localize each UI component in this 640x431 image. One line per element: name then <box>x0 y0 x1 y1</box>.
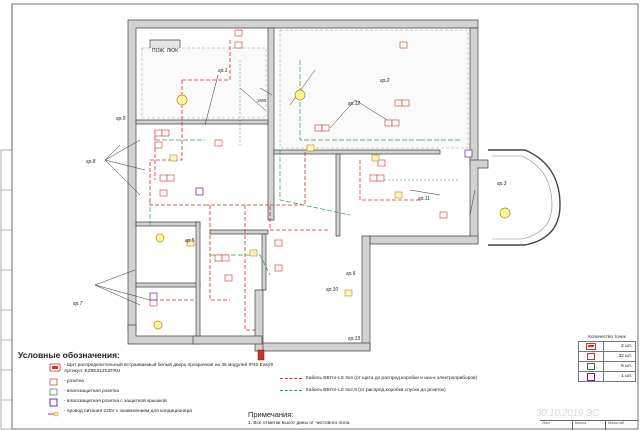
points-table-row: 5 шт. <box>578 362 636 372</box>
group-tag-5: гр.5 <box>185 238 195 244</box>
legend-socket-desc: - розетка <box>64 379 84 384</box>
left-stamp-strip <box>0 149 13 430</box>
group-tag-12: гр.2 <box>380 78 390 84</box>
legend-panel: Условные обозначения: - Щит распределите… <box>18 350 273 428</box>
socket-symbols <box>149 29 473 307</box>
group-tag-8: гр.10 <box>326 287 338 293</box>
points-row-symbol <box>579 352 604 361</box>
cable-routes-teal <box>239 60 460 181</box>
points-row-value: 1 шт. <box>621 374 632 379</box>
group-tag-1: гр.1 <box>218 68 228 74</box>
points-table-row: 1 шт. <box>578 372 636 382</box>
kitchen-zone <box>141 47 267 119</box>
points-table-title: Количество точек <box>588 334 626 339</box>
building-walls <box>127 19 489 352</box>
group-tag-9: гр.13 <box>348 336 360 342</box>
legend-symbols <box>48 363 61 417</box>
points-table-row: 2 шт. <box>578 341 636 352</box>
drawing-date: 30.10.2019 ЭС <box>536 408 600 419</box>
notes-title: Примечания: <box>248 410 294 419</box>
points-row-value: 5 шт. <box>621 364 632 369</box>
legend-socket-symbol <box>49 378 58 386</box>
living-zone <box>279 29 469 149</box>
title-block-cell-2: Масса <box>573 421 606 430</box>
ceiling-light-symbols <box>153 89 511 330</box>
cable-key: Кабель ВВГнг-LS 3х4 (от щита до распред.… <box>280 374 480 394</box>
legend-panel-article: Артикул: EZ9E312S2FRU <box>64 369 121 374</box>
points-row-symbol <box>579 372 604 381</box>
title-block-cell-1: Лист <box>540 421 573 430</box>
legend-ac-desc: - провод питания 220V с заземлением для … <box>64 409 192 414</box>
cable-green-desc: Кабель ВВГнг-LS 3х2,5 (от распред.коробк… <box>306 387 446 393</box>
legend-lidded-socket-desc: - влагозащитная розетка с защитной крышк… <box>64 399 167 404</box>
cable-red-swatch <box>280 377 302 379</box>
cable-routes-red <box>149 40 420 331</box>
room-label-stair: ПОЖ. ЛЮК <box>152 48 178 54</box>
balcony-outline <box>488 149 561 246</box>
points-row-value: 32 шт. <box>618 354 632 359</box>
group-tag-3: гр.9 <box>116 116 126 122</box>
points-row-value: 2 шт. <box>621 344 632 349</box>
points-row-symbol <box>579 342 604 351</box>
legend-title: Условные обозначения: <box>18 350 120 360</box>
points-row-symbol <box>579 362 604 371</box>
points-table-rows: 2 шт. 32 шт. 5 шт. 1 шт. <box>578 341 636 382</box>
cable-red-desc: Кабель ВВГнг-LS 3х4 (от щита до распред.… <box>306 375 478 381</box>
cable-key-red-row: Кабель ВВГнг-LS 3х4 (от щита до распред.… <box>280 374 480 382</box>
group-tag-10: гр.3 <box>497 181 507 187</box>
group-tag-11: гр.11 <box>418 196 430 202</box>
legend-ac-symbol <box>53 411 59 417</box>
title-block-cell-3: Масштаб <box>608 421 625 425</box>
notes-block: Примечания: 1. Все отметки высот даны от… <box>248 410 448 426</box>
points-table-row: 32 шт. <box>578 352 636 362</box>
group-tag-4: гр.8 <box>86 159 96 165</box>
dimension-label: 1605 <box>257 98 267 103</box>
points-table: Количество точек 2 шт. 32 шт. 5 шт. 1 шт. <box>578 334 636 382</box>
group-tag-2: гр.12 <box>348 101 360 107</box>
title-block-strip: Лист Масса Масштаб <box>540 420 638 430</box>
legend-moisture-socket-desc: - влагозащитная розетка <box>64 389 120 394</box>
group-tag-6: гр.6 <box>346 271 356 277</box>
distribution-panel <box>257 349 265 361</box>
group-tag-7: гр.7 <box>73 301 83 307</box>
legend-moisture-socket-symbol <box>49 388 58 396</box>
cable-key-green-row: Кабель ВВГнг-LS 3х2,5 (от распред.коробк… <box>280 386 480 394</box>
cable-green-swatch <box>280 389 302 391</box>
notes-item-1: 1. Все отметки высот даны от чистового п… <box>248 421 351 426</box>
legend-panel-desc: - Щит распределительный встраиваемый бел… <box>64 363 273 368</box>
legend-lidded-socket-symbol <box>49 398 58 407</box>
